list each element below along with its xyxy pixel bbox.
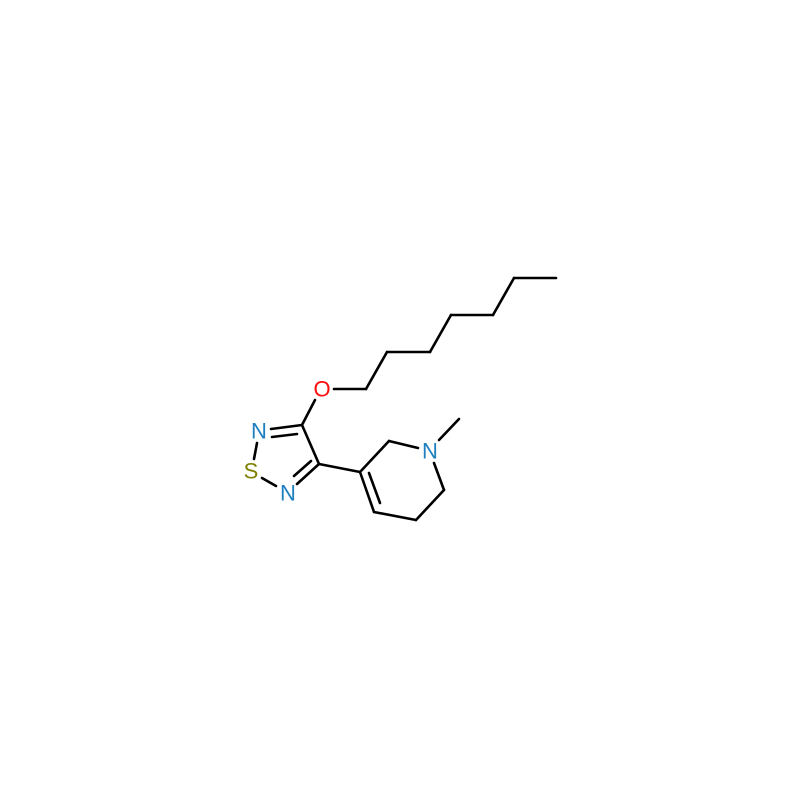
atom-nitrogen-ring-top: N <box>251 419 267 444</box>
bond-c1-c2 <box>364 350 389 391</box>
bond-c5-c6 <box>491 276 516 317</box>
atom-oxygen: O <box>313 377 330 402</box>
atom-sulfur: S <box>244 459 259 484</box>
bond-c6-c5 <box>414 488 446 522</box>
bond-c3-n2-inner <box>270 432 299 439</box>
bond-n-c6 <box>432 461 446 492</box>
bond-c4-c3-double <box>358 470 376 514</box>
bond-s-n5 <box>260 476 278 488</box>
bond-n-methyl <box>437 417 461 442</box>
bond-pip-c2-n <box>387 439 420 450</box>
bond-pip-c3-c2 <box>358 439 391 474</box>
bond-c3-c4 <box>428 313 453 354</box>
bond-c5-c4 <box>372 510 418 522</box>
bond-n2-s <box>252 441 259 461</box>
atom-nitrogen-piperidine: N <box>422 439 438 464</box>
bonds <box>252 276 558 522</box>
bond-c4-pip <box>317 462 362 474</box>
bond-n5-c4 <box>295 462 321 486</box>
atom-nitrogen-ring-bottom: N <box>280 481 296 506</box>
bond-c3-n2 <box>269 423 304 431</box>
bond-o-cring <box>300 398 317 427</box>
bond-c4-c3-inner <box>367 471 382 505</box>
atom-labels: O N S N N <box>244 377 438 506</box>
bond-c4-c3 <box>300 423 321 466</box>
bond-n5-c4-inner <box>292 459 313 478</box>
